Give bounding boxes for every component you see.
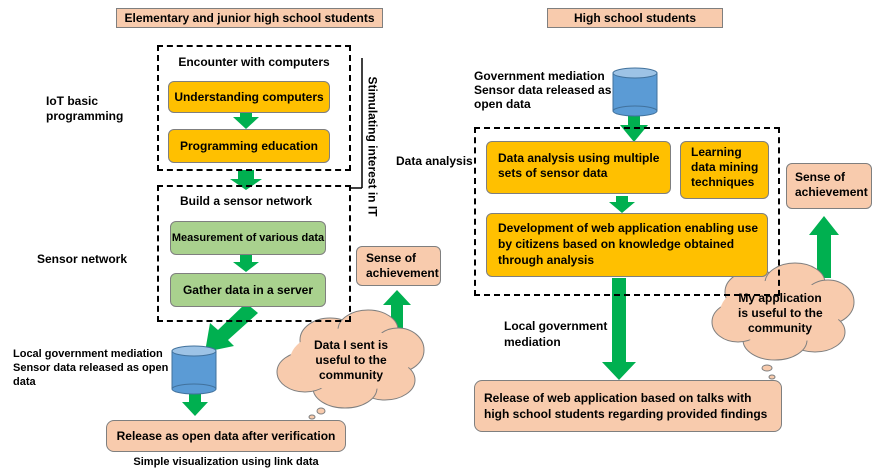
arrow-down-icon <box>602 278 636 380</box>
database-icon <box>612 67 658 117</box>
data-analysis-label: Data analysis <box>396 154 473 168</box>
stimulating-text: Stimulating interest in IT <box>365 76 380 217</box>
sensor-network-label: Sensor network <box>37 252 128 266</box>
right-header: High school students <box>547 8 723 28</box>
sense-achievement-right: Sense of achievement <box>786 163 872 209</box>
release-right-box: Release of web application based on talk… <box>474 380 782 432</box>
programming-box: Programming education <box>168 129 330 163</box>
cloud-shape <box>276 309 425 420</box>
development-box: Development of web application enabling … <box>486 213 768 277</box>
arrow-down-icon <box>230 170 262 190</box>
simple-vis-label: Simple visualization using link data <box>133 456 319 468</box>
build-network-label: Build a sensor network <box>180 194 313 208</box>
cloud-text-left: Data I sent is useful to the community <box>313 338 389 382</box>
arrow-up-icon <box>809 216 839 278</box>
release-left-box: Release as open data after verification <box>106 420 346 452</box>
cloud-shape <box>711 262 855 380</box>
database-icon <box>171 345 217 395</box>
arrow-down-icon <box>233 254 259 272</box>
iot-label: IoT basic programming <box>46 94 124 123</box>
understanding-box: Understanding computers <box>168 81 330 113</box>
analysis-group <box>474 127 780 296</box>
sense-achievement-left: Sense of achievement <box>356 246 441 286</box>
measurement-box: Measurement of various data <box>170 221 326 255</box>
local-gov-left: Local government mediation Sensor data r… <box>13 348 169 388</box>
gov-mediation-right: Government mediation Sensor data release… <box>474 69 612 111</box>
arrow-down-icon <box>182 393 208 416</box>
arrow-down-icon <box>233 110 259 129</box>
left-header: Elementary and junior high school studen… <box>116 8 383 28</box>
stimulating-label: Stimulating interest in IT <box>364 72 380 222</box>
arrow-down-icon <box>609 196 635 213</box>
sensor-network-group <box>157 185 351 322</box>
analysis-box: Data analysis using multiple sets of sen… <box>486 141 671 194</box>
arrow-up-icon <box>383 290 411 332</box>
learning-box: Learning data mining techniques <box>680 141 769 199</box>
arrow-diagonal-icon <box>205 303 258 352</box>
computers-group <box>157 45 351 171</box>
cloud-text-right: My application is useful to the communit… <box>738 291 823 335</box>
local-gov-right: Local government mediation <box>504 319 608 349</box>
encounter-label: Encounter with computers <box>178 55 330 69</box>
gather-box: Gather data in a server <box>170 273 326 307</box>
